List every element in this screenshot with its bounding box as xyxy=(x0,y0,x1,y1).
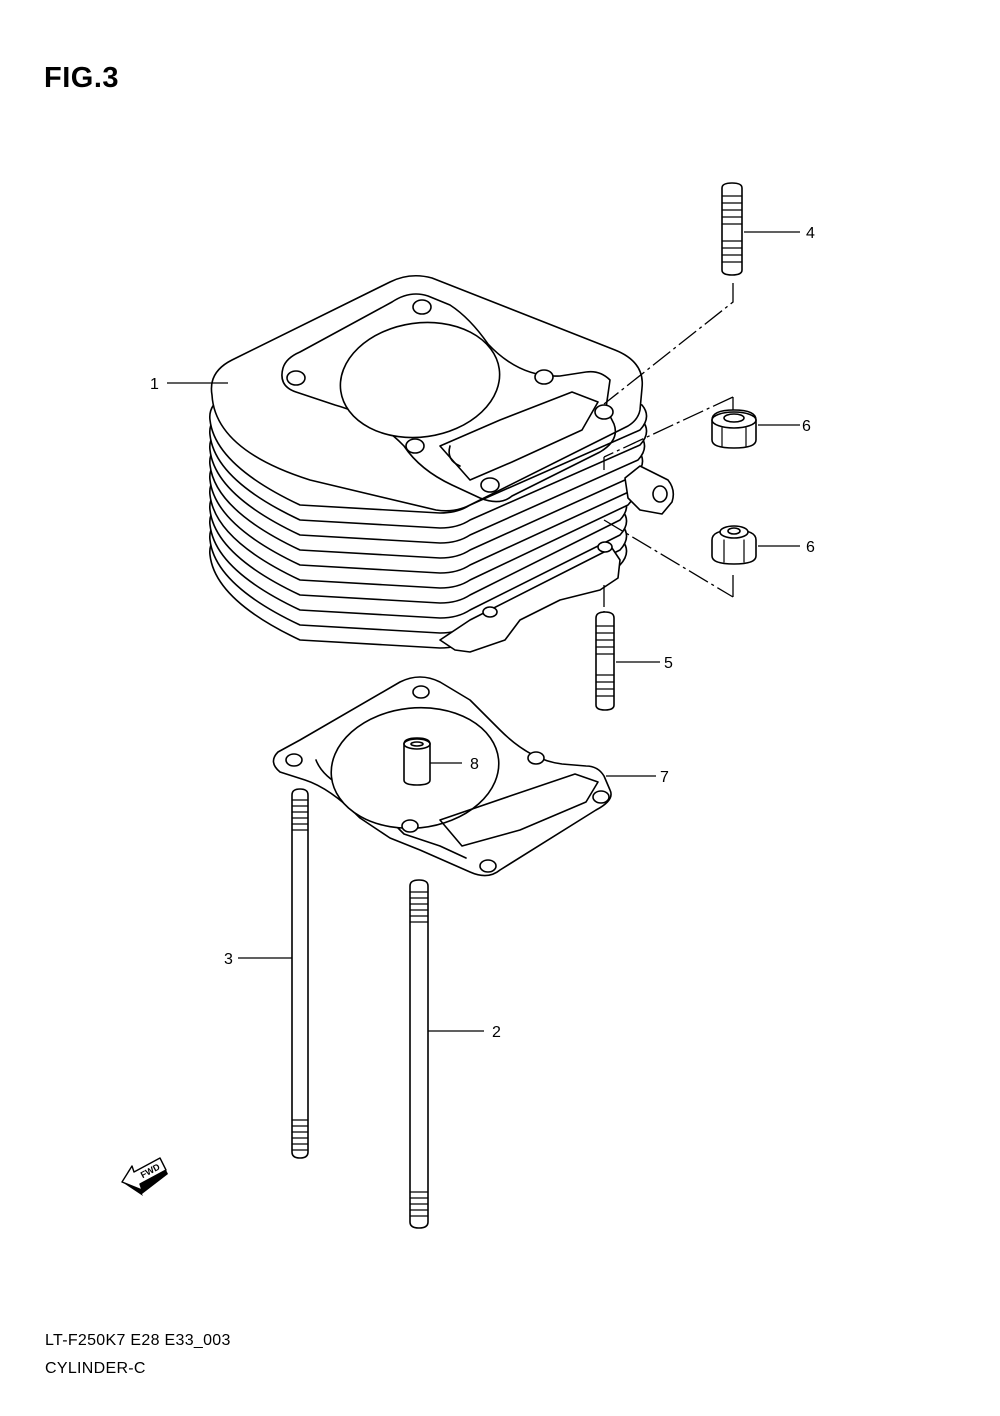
callout-5: 5 xyxy=(664,655,673,672)
leader-lines xyxy=(167,231,800,1032)
cylinder-bolt-hole xyxy=(480,477,500,493)
callout-7: 7 xyxy=(660,769,669,786)
callout-2: 2 xyxy=(492,1024,501,1041)
figure-title: FIG.3 xyxy=(44,62,120,94)
callout-3: 3 xyxy=(224,951,233,968)
cylinder-bolt-hole xyxy=(594,404,614,420)
cylinder-bolt-hole xyxy=(286,370,306,386)
long-stud-2 xyxy=(409,879,429,1229)
cylinder-skirt xyxy=(439,547,621,653)
cylinder-base-gasket xyxy=(272,676,612,877)
flange-nut-upper xyxy=(711,409,757,449)
callout-8: 8 xyxy=(470,756,479,773)
cylinder-bolt-hole xyxy=(534,369,554,385)
stud-bolt-5 xyxy=(595,611,615,711)
flange-nut-lower xyxy=(711,525,757,565)
diagram-name: CYLINDER-C xyxy=(45,1360,146,1377)
callout-6-upper: 6 xyxy=(802,418,811,435)
callout-1: 1 xyxy=(150,376,159,393)
cylinder-bolt-hole xyxy=(412,299,432,315)
forward-arrow-icon: FWD xyxy=(121,1157,168,1196)
cylinder-bolt-hole xyxy=(405,438,425,454)
diagram-code: LT-F250K7 E28 E33_003 xyxy=(45,1332,231,1349)
assembly-lines xyxy=(603,283,734,612)
long-stud-3 xyxy=(291,788,309,1159)
cylinder-bore xyxy=(339,321,501,439)
gasket-chain-opening xyxy=(439,773,599,847)
stud-bolt-4 xyxy=(721,182,743,276)
callout-4: 4 xyxy=(806,225,815,242)
callout-6-lower: 6 xyxy=(806,539,815,556)
cam-chain-tunnel xyxy=(439,391,599,481)
cylinder-part xyxy=(208,274,675,653)
dowel-pin xyxy=(403,737,431,786)
